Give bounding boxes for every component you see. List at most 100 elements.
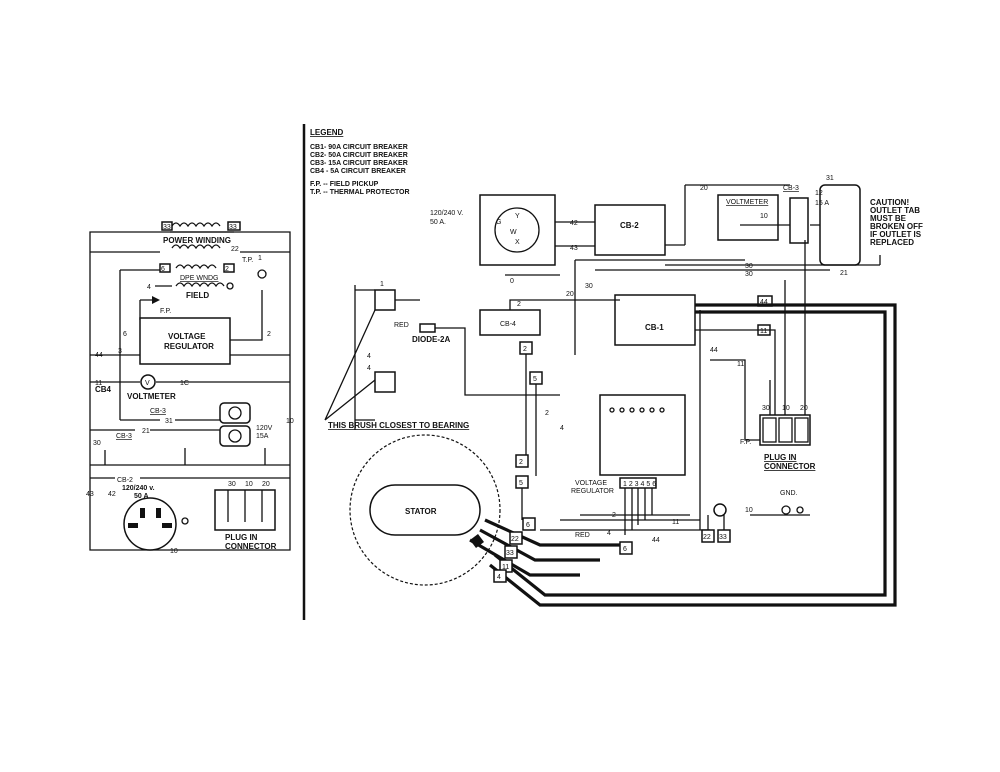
wire-number: 1 [380,281,384,288]
field-label: FIELD [186,291,209,300]
wire [695,329,776,420]
wire-number: 10 [170,548,178,555]
wire [521,354,537,520]
receptacle-face [228,406,242,420]
caution-line: REPLACED [870,238,914,247]
terminal-label: Y [515,213,520,220]
receptacle-240v [123,497,177,551]
wire-number: 42 [108,491,116,498]
leader-line [324,309,376,421]
voltmeter-label: VOLTMETER [726,199,768,206]
wire-number: 6 [123,331,127,338]
receptacle-120v-lower [219,425,251,447]
wire-number: 1C [180,380,189,387]
wire [230,290,263,341]
wire-number: 2 [517,301,521,308]
terminal-label: W [510,229,517,236]
connector-pins [227,490,263,522]
wire-number: 21 [142,428,150,435]
field-coil [175,282,225,288]
receptacle-slot [128,523,138,528]
tag [515,454,529,468]
wire [574,259,745,355]
receptacle-slot [140,508,145,518]
receptacle-240-label: 120/240 v. [122,485,155,492]
wire [769,240,806,415]
dot [649,407,655,413]
wire-number: 22 [231,246,239,253]
caution-line: OUTLET TAB [870,206,920,215]
diode-box [419,323,436,333]
cb2-box [594,204,666,256]
plug-in-label: CONNECTOR [225,542,277,551]
stator-label: STATOR [405,507,437,516]
cb3-box [789,197,809,244]
field-terminal [226,282,234,290]
wire-number: 2 [545,410,549,417]
wire [540,514,710,531]
power-winding-coil [171,222,221,228]
legend-item: CB4 - 5A CIRCUIT BREAKER [310,168,406,175]
wire [555,221,595,247]
plug-in-label: PLUG IN [764,453,797,462]
wire-tag: 44 [760,299,768,306]
wire-number: 2 [225,266,229,273]
vr-dots [609,407,665,413]
wire-number: 0 [510,278,514,285]
wire-number: 4 [607,530,611,537]
wire [139,299,152,320]
vr-label: VOLTAGE [168,332,206,341]
tag [619,541,633,555]
fp-label: F.P. [740,439,751,446]
wire-number: 10 [760,213,768,220]
wire-tag: 6 [526,522,530,529]
dot [639,407,645,413]
wire-tag: 33 [719,534,727,541]
wire [624,488,653,535]
wire-number: 30 [745,271,753,278]
cb4-label: CB-4 [500,321,516,328]
cb3-label: CB-3 [116,433,132,440]
plug-in-label: PLUG IN [225,533,258,542]
tag [493,569,507,583]
caution-note: CAUTION! OUTLET TAB MUST BE BROKEN OFF I… [870,198,923,247]
voltmeter-box [717,194,779,241]
cb4-label: CB4 [95,385,112,394]
connector-pin [762,417,777,443]
wire [505,269,830,276]
cb3-label: CB-3 [150,408,166,415]
terminal-box [223,263,235,273]
receptacle-face [494,207,540,253]
wire-number: 1 [258,255,262,262]
wire-number: 20 [566,291,574,298]
junction [713,503,727,517]
tag [522,517,536,531]
wire-tag: 11 [760,328,767,335]
caution-line: BROKEN OFF [870,222,923,231]
terminal-box [159,263,171,273]
stator-outline [349,434,501,586]
dot [609,407,615,413]
legend-item: CB3- 15A CIRCUIT BREAKER [310,160,408,167]
receptacle-face [228,429,242,443]
gnd-label: GND. [780,490,798,497]
wire-tag: 2 [523,346,527,353]
receptacle-label: 15 A [815,200,829,207]
wire-number: 4 [560,425,564,432]
ground-terminal [781,505,791,515]
wire-number: 10 [745,507,753,514]
receptacle-120v-box [819,184,861,266]
legend-title: LEGEND [310,128,344,137]
wire-number: 33 [229,224,237,231]
wire-number: 10 [286,418,294,425]
receptacle-label: 15A [256,433,269,440]
receptacle-slot [162,523,172,528]
cb2-label: CB-2 [117,477,133,484]
wire-number: 30 [585,283,593,290]
wire-tag: 2 [519,459,523,466]
brush-upper [374,289,396,311]
wire-number: 6 [161,266,165,273]
brush-note: THIS BRUSH CLOSEST TO BEARING [328,421,469,430]
wire-number: 10 [245,481,253,488]
